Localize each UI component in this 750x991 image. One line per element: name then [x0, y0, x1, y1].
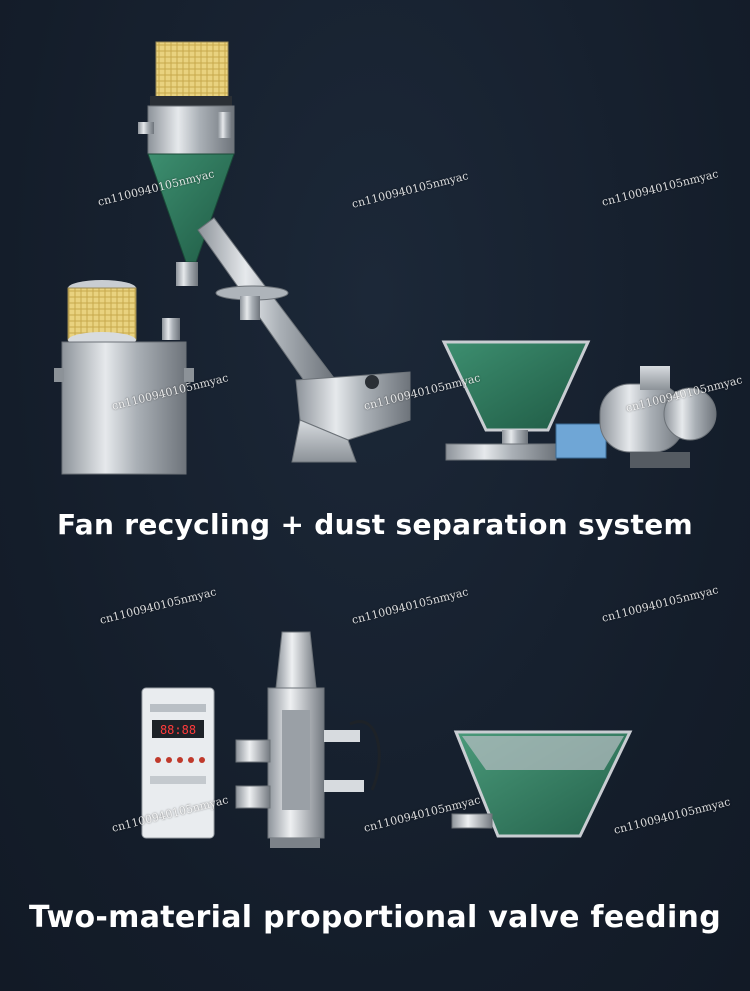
feed-box [291, 371, 411, 463]
caption-bottom: Two-material proportional valve feeding [29, 900, 721, 935]
small-hopper [451, 730, 633, 838]
caption-top: Fan recycling + dust separation system [57, 508, 693, 541]
controller-box [141, 687, 215, 839]
controller-display: 88:88 [160, 723, 196, 737]
cyclone-separator [138, 41, 235, 286]
hopper-with-blower [441, 340, 717, 468]
proportional-valve-feeding-illustration: 88:88 [0, 600, 750, 890]
dust-collector-box [54, 280, 194, 475]
dust-separation-system-illustration [54, 41, 717, 475]
inclined-conveyor [197, 217, 335, 393]
proportional-valve-assembly [235, 631, 381, 848]
